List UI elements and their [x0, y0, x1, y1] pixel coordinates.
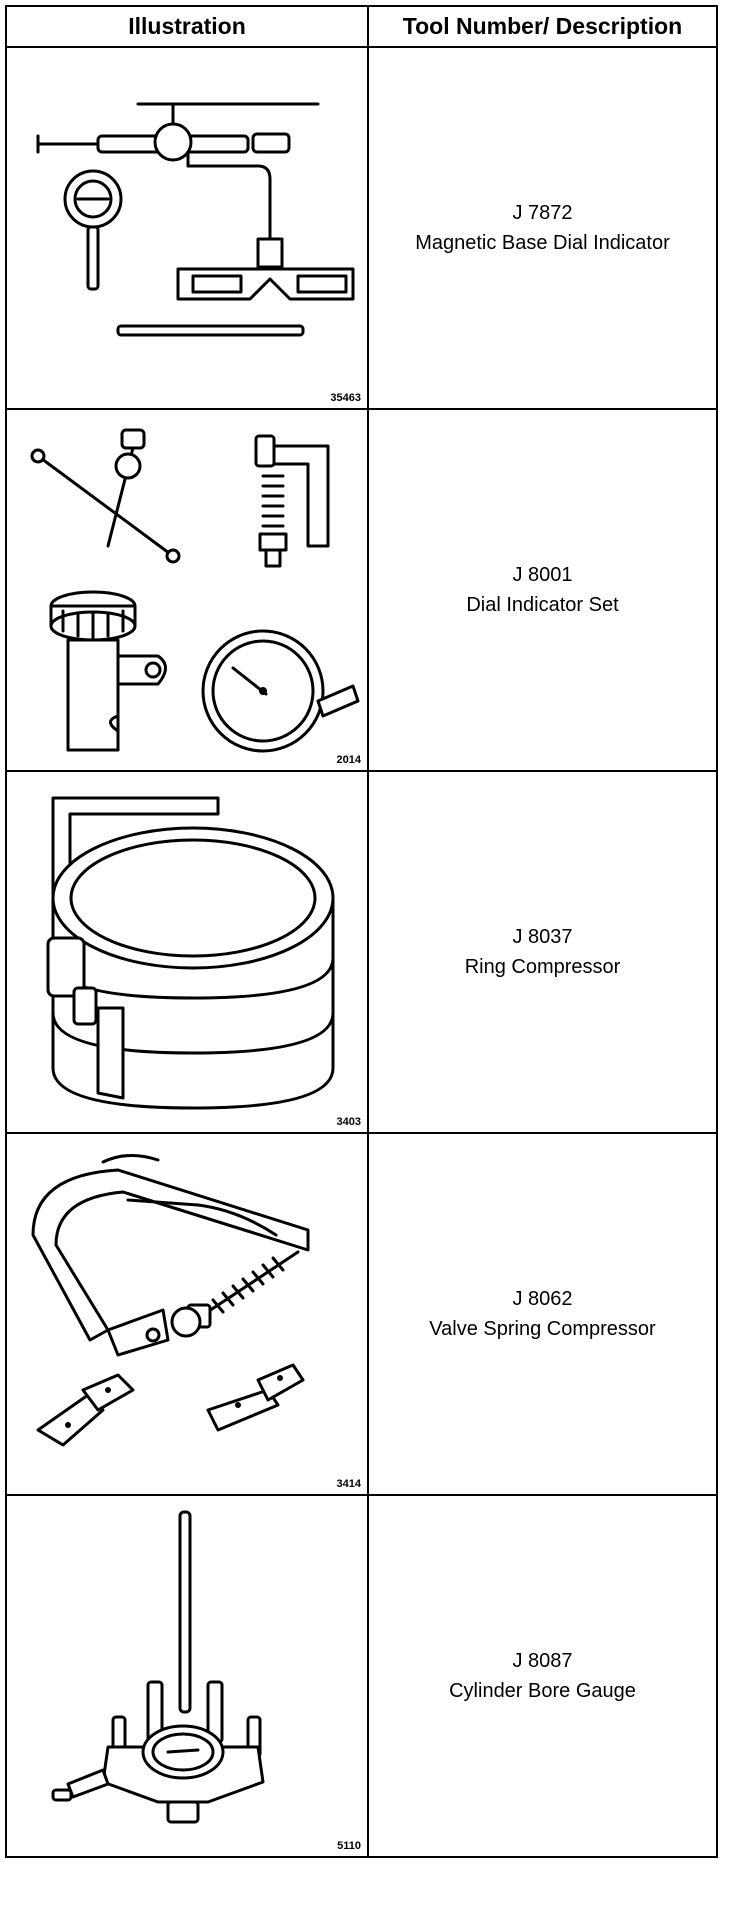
cylinder-bore-gauge-icon: [51, 1510, 265, 1824]
description-cell: J 8087 Cylinder Bore Gauge: [367, 1494, 718, 1858]
special-tools-table: Illustration Tool Number/ Description: [5, 5, 718, 1858]
illustration-cell: 3414: [5, 1132, 369, 1496]
valve-spring-compressor-icon: [31, 1154, 310, 1447]
illustration-cell: 3403: [5, 770, 369, 1134]
table-row: 3414 J 8062 Valve Spring Compressor: [5, 1132, 718, 1496]
illustration-cell: 5110: [5, 1494, 369, 1858]
tool-description: Cylinder Bore Gauge: [449, 1680, 636, 1702]
description-cell: J 7872 Magnetic Base Dial Indicator: [367, 46, 718, 410]
tool-number: J 8001: [512, 564, 573, 586]
tool-number: J 8037: [512, 926, 573, 948]
table-row: 35463 J 7872 Magnetic Base Dial Indicato…: [5, 46, 718, 410]
tool-number: J 8087: [512, 1650, 573, 1672]
description-cell: J 8001 Dial Indicator Set: [367, 408, 718, 772]
dial-indicator-set-icon: [30, 428, 360, 753]
header-tool-number-description: Tool Number/ Description: [367, 5, 718, 48]
table-row: 5110 J 8087 Cylinder Bore Gauge: [5, 1494, 718, 1858]
header-row: Illustration Tool Number/ Description: [5, 5, 718, 48]
figure-number: 3414: [336, 1478, 361, 1490]
tool-description: Magnetic Base Dial Indicator: [415, 232, 670, 254]
figure-number: 3403: [336, 1116, 361, 1128]
tool-number: J 8062: [512, 1288, 573, 1310]
table-row: 2014 J 8001 Dial Indicator Set: [5, 408, 718, 772]
description-cell: J 8062 Valve Spring Compressor: [367, 1132, 718, 1496]
tool-description: Valve Spring Compressor: [429, 1318, 656, 1340]
illustration-cell: 2014: [5, 408, 369, 772]
ring-compressor-icon: [46, 796, 335, 1110]
description-cell: J 8037 Ring Compressor: [367, 770, 718, 1134]
magnetic-base-dial-indicator-icon: [36, 102, 355, 337]
table-row: 3403 J 8037 Ring Compressor: [5, 770, 718, 1134]
header-illustration: Illustration: [5, 5, 369, 48]
figure-number: 5110: [337, 1840, 361, 1852]
tool-number: J 7872: [512, 202, 573, 224]
tool-description: Dial Indicator Set: [466, 594, 619, 616]
figure-number: 2014: [336, 754, 361, 766]
illustration-cell: 35463: [5, 46, 369, 410]
figure-number: 35463: [330, 392, 361, 404]
tool-description: Ring Compressor: [464, 956, 621, 978]
